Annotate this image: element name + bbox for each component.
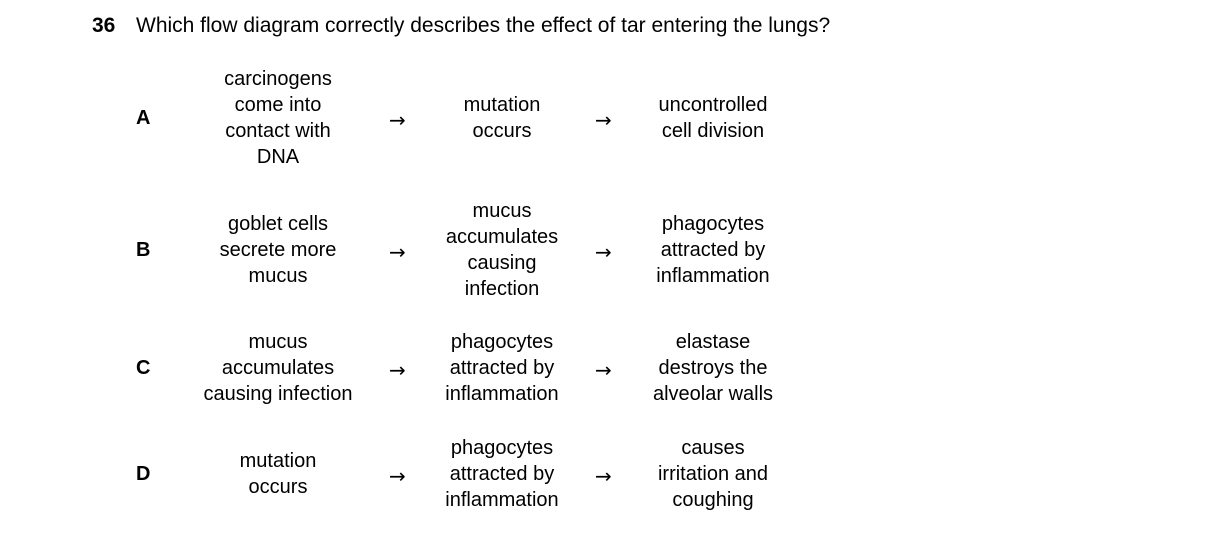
- option-letter: C: [136, 357, 151, 379]
- flow-step-line: attracted by: [660, 239, 766, 261]
- flow-step-line: causing: [467, 252, 537, 274]
- flow-step-1: mucus accumulates causing infection: [178, 329, 378, 407]
- flow-step-line: causes: [681, 437, 745, 459]
- flow-step-line: causing infection: [203, 383, 353, 405]
- question-text: Which flow diagram correctly describes t…: [136, 14, 831, 37]
- question-stem: 36 Which flow diagram correctly describes…: [92, 12, 830, 40]
- flow-step-line: carcinogens: [224, 68, 332, 90]
- flow-step-3: causes irritation and coughing: [613, 435, 813, 513]
- flow-arrow-icon: →: [595, 358, 612, 382]
- flow-step-line: accumulates: [445, 226, 559, 248]
- flow-step-3: elastase destroys the alveolar walls: [613, 329, 813, 407]
- flow-step-2: mucus accumulates causing infection: [402, 198, 602, 302]
- flow-step-line: infection: [464, 278, 540, 300]
- flow-step-line: mutation: [239, 450, 317, 472]
- flow-step-line: uncontrolled: [658, 94, 768, 116]
- flow-step-line: destroys the: [658, 357, 768, 379]
- flow-step-line: elastase: [675, 331, 751, 353]
- flow-step-1: goblet cells secrete more mucus: [178, 211, 378, 289]
- flow-step-line: attracted by: [449, 357, 555, 379]
- flow-step-line: cell division: [661, 120, 765, 142]
- flow-arrow-icon: →: [595, 464, 612, 488]
- flow-step-line: secrete more: [219, 239, 337, 261]
- flow-step-line: occurs: [248, 476, 308, 498]
- flow-step-3: uncontrolled cell division: [613, 92, 813, 144]
- flow-step-line: attracted by: [449, 463, 555, 485]
- flow-arrow-icon: →: [389, 464, 406, 488]
- flow-arrow-icon: →: [595, 108, 612, 132]
- flow-step-line: inflammation: [445, 383, 559, 405]
- flow-step-line: alveolar walls: [652, 383, 774, 405]
- flow-step-line: mutation: [463, 94, 541, 116]
- flow-step-line: phagocytes: [450, 437, 554, 459]
- flow-step-line: occurs: [472, 120, 532, 142]
- flow-step-line: mucus: [472, 200, 532, 222]
- flow-step-line: inflammation: [445, 489, 559, 511]
- flow-step-2: phagocytes attracted by inflammation: [402, 329, 602, 407]
- flow-step-line: contact with: [225, 120, 331, 142]
- flow-step-line: goblet cells: [227, 213, 329, 235]
- flow-step-line: DNA: [256, 146, 300, 168]
- flow-step-line: phagocytes: [450, 331, 554, 353]
- flow-step-1: mutation occurs: [178, 448, 378, 500]
- flow-step-line: mucus: [248, 331, 308, 353]
- flow-step-3: phagocytes attracted by inflammation: [613, 211, 813, 289]
- option-letter: B: [136, 239, 151, 261]
- flow-step-line: mucus: [248, 265, 308, 287]
- flow-step-line: irritation and: [657, 463, 769, 485]
- flow-arrow-icon: →: [389, 240, 406, 264]
- question-number: 36: [92, 14, 116, 37]
- flow-arrow-icon: →: [595, 240, 612, 264]
- option-letter: A: [136, 107, 151, 129]
- flow-step-2: mutation occurs: [402, 92, 602, 144]
- flow-step-line: accumulates: [221, 357, 335, 379]
- flow-step-line: inflammation: [656, 265, 770, 287]
- flow-step-line: coughing: [672, 489, 754, 511]
- flow-step-line: come into: [234, 94, 322, 116]
- flow-arrow-icon: →: [389, 358, 406, 382]
- flow-arrow-icon: →: [389, 108, 406, 132]
- flow-step-line: phagocytes: [661, 213, 765, 235]
- option-letter: D: [136, 463, 151, 485]
- flow-step-2: phagocytes attracted by inflammation: [402, 435, 602, 513]
